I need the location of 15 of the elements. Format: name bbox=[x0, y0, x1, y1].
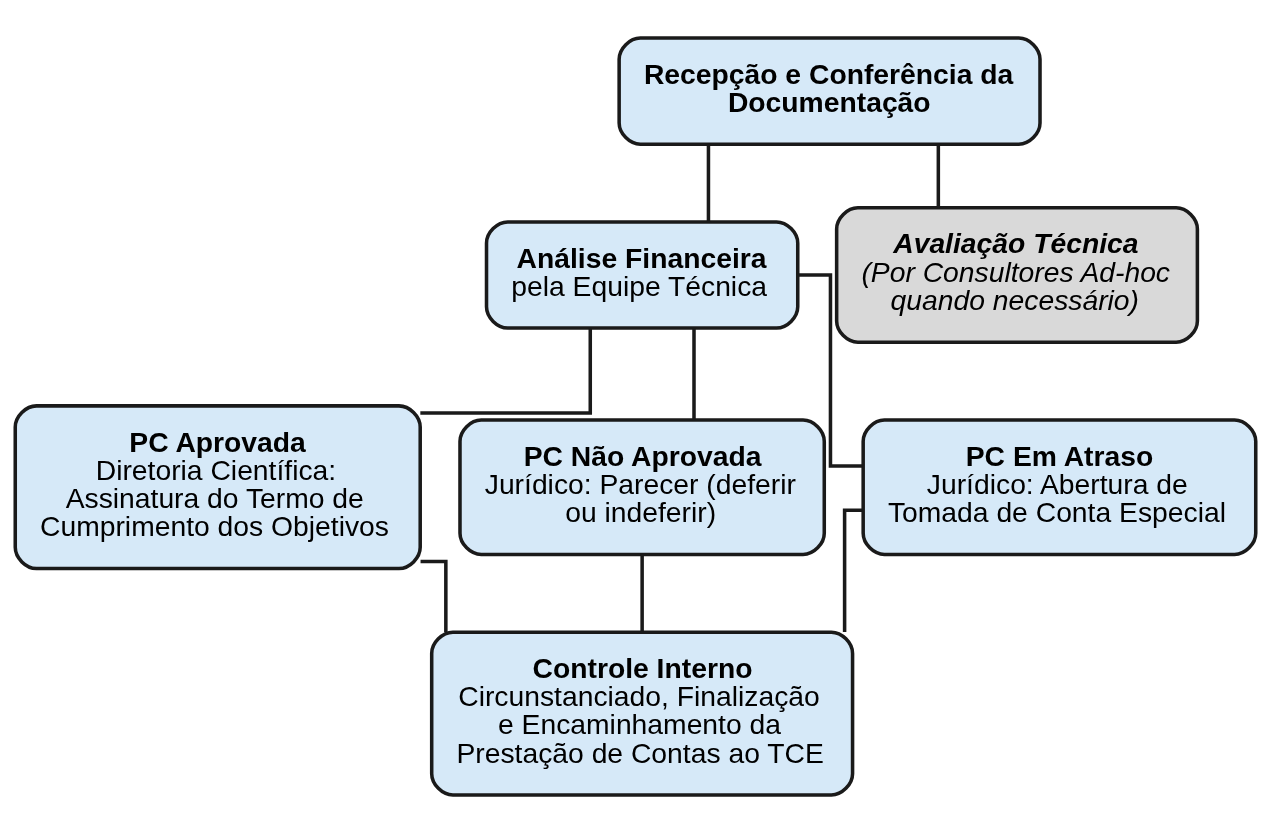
node-box: PC Aprovada Diretoria Científica: Assinatura do Termo de Cumprimento dos Objetivos bbox=[13, 403, 422, 570]
connector bbox=[706, 143, 711, 222]
connector bbox=[640, 554, 644, 632]
connector bbox=[842, 507, 863, 632]
connector bbox=[420, 328, 593, 415]
node-box: Avaliação Técnica (Por Consultores Ad-hoc quando necessário) bbox=[834, 205, 1200, 344]
connector bbox=[798, 272, 863, 468]
node-box: Análise Financeira pela Equipe Técnica bbox=[484, 219, 800, 330]
node-box: PC Em Atraso Jurídico: Abertura de Tomada de Conta Especial bbox=[861, 417, 1258, 556]
node-box: Recepção e Conferência da Documentação bbox=[617, 35, 1042, 146]
node-box: PC Não Aprovada Jurídico: Parecer (deferir ou indeferir) bbox=[458, 417, 827, 556]
node-box: Controle Interno Circunstanciado, Finalização e Encaminhamento da Prestação de Contas ao TCE bbox=[429, 629, 855, 797]
connector bbox=[692, 328, 696, 420]
connector bbox=[420, 559, 448, 632]
connector bbox=[936, 143, 941, 208]
